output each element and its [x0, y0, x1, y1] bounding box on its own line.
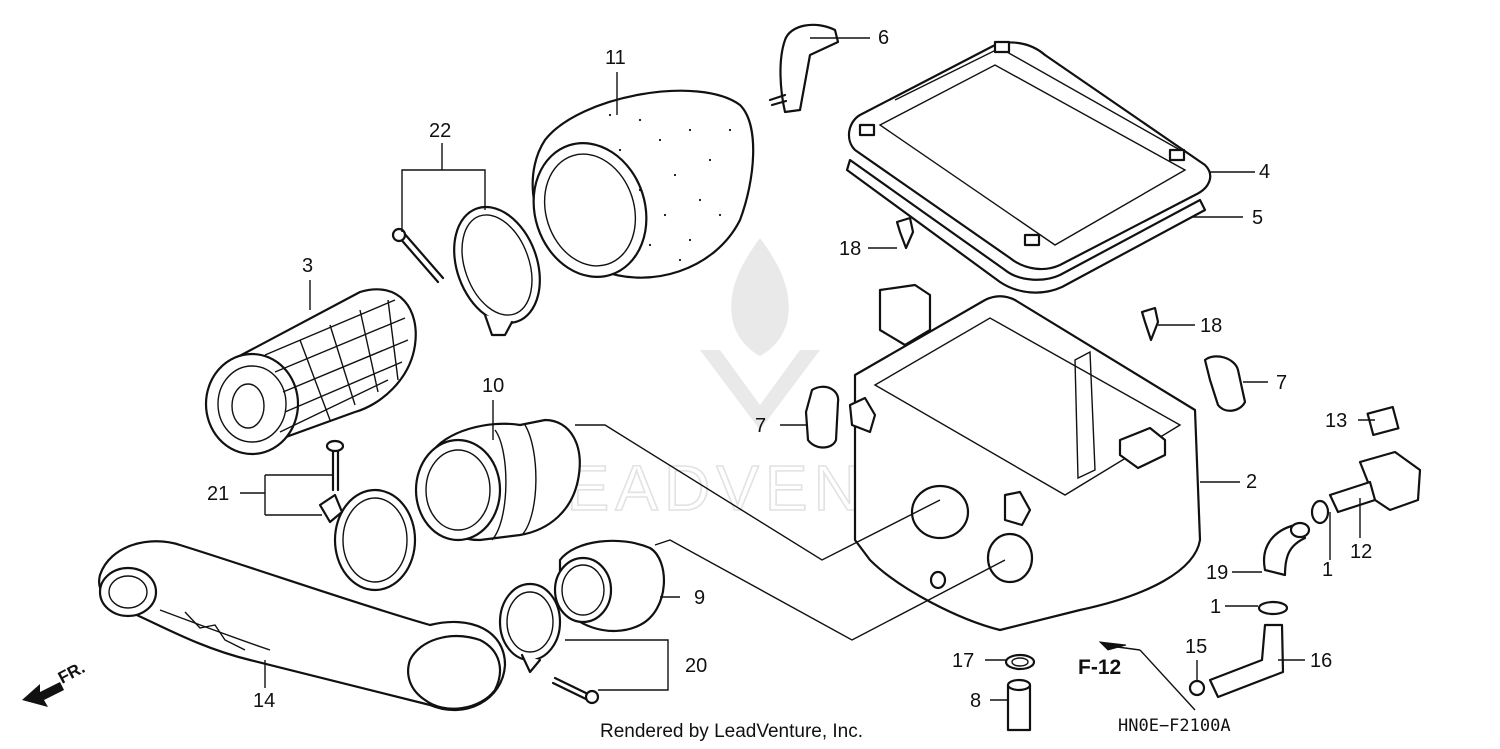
callout-22: 22 [429, 120, 451, 142]
part-6-bracket [768, 23, 840, 114]
callout-numbers: 6 11 22 4 5 18 3 18 7 10 13 7 2 21 12 19… [207, 27, 1372, 712]
part-19-elbow-hose [1262, 521, 1311, 577]
part-11-foam-element [531, 89, 755, 279]
part-9-small-tube [553, 539, 666, 633]
part-21-clamp-and-screw [318, 439, 417, 592]
callout-9: 9 [694, 587, 705, 609]
callout-5: 5 [1252, 207, 1263, 229]
callout-18-upper: 18 [839, 238, 861, 260]
part-12-13-breather-fittings [1310, 405, 1422, 525]
part-8-17-drain-tube-and-clip [1004, 653, 1036, 732]
callout-8: 8 [970, 690, 981, 712]
part-3-air-cleaner-element [204, 288, 417, 456]
part-16-15-1-hose-and-clips [1188, 600, 1289, 699]
part-10-connecting-tube [414, 418, 581, 542]
callout-10: 10 [482, 375, 504, 397]
credit-text: Rendered by LeadVenture, Inc. [600, 721, 863, 742]
callout-3: 3 [302, 255, 313, 277]
callout-16: 16 [1310, 650, 1332, 672]
foam-texture-dots [608, 113, 732, 262]
callout-7-left: 7 [755, 415, 766, 437]
callout-14: 14 [253, 690, 275, 712]
callout-17: 17 [952, 650, 974, 672]
callout-21: 21 [207, 483, 229, 505]
callout-4: 4 [1259, 161, 1270, 183]
part-20-clamp-and-screw [498, 582, 600, 705]
callout-18-lower: 18 [1200, 315, 1222, 337]
f12-reference: F-12 [1078, 641, 1141, 679]
part-14-inlet-duct [98, 540, 507, 711]
part-7-clamps [804, 355, 1247, 449]
callout-19: 19 [1206, 562, 1228, 584]
front-arrow-icon [22, 682, 64, 707]
part-18-clips [895, 216, 1160, 342]
callout-12: 12 [1350, 541, 1372, 563]
callout-11: 11 [605, 47, 626, 69]
callout-20: 20 [685, 655, 707, 677]
leader-lines [240, 37, 1375, 711]
part-4-5-cover-and-gasket [845, 40, 1212, 294]
callout-1-lower: 1 [1210, 596, 1221, 618]
diagram-code: HN0E−F2100A [1118, 716, 1231, 736]
callout-7-right: 7 [1276, 372, 1287, 394]
part-2-air-cleaner-case [848, 283, 1202, 632]
front-indicator: FR. [22, 658, 88, 707]
part-22-clamp-band [391, 205, 541, 337]
callout-2: 2 [1246, 471, 1257, 493]
callout-13: 13 [1325, 410, 1347, 432]
callout-15: 15 [1185, 636, 1207, 658]
callout-6: 6 [878, 27, 889, 49]
callout-1-right: 1 [1322, 559, 1333, 581]
flame-v-logo-watermark [700, 238, 820, 430]
f12-label: F-12 [1078, 656, 1121, 679]
